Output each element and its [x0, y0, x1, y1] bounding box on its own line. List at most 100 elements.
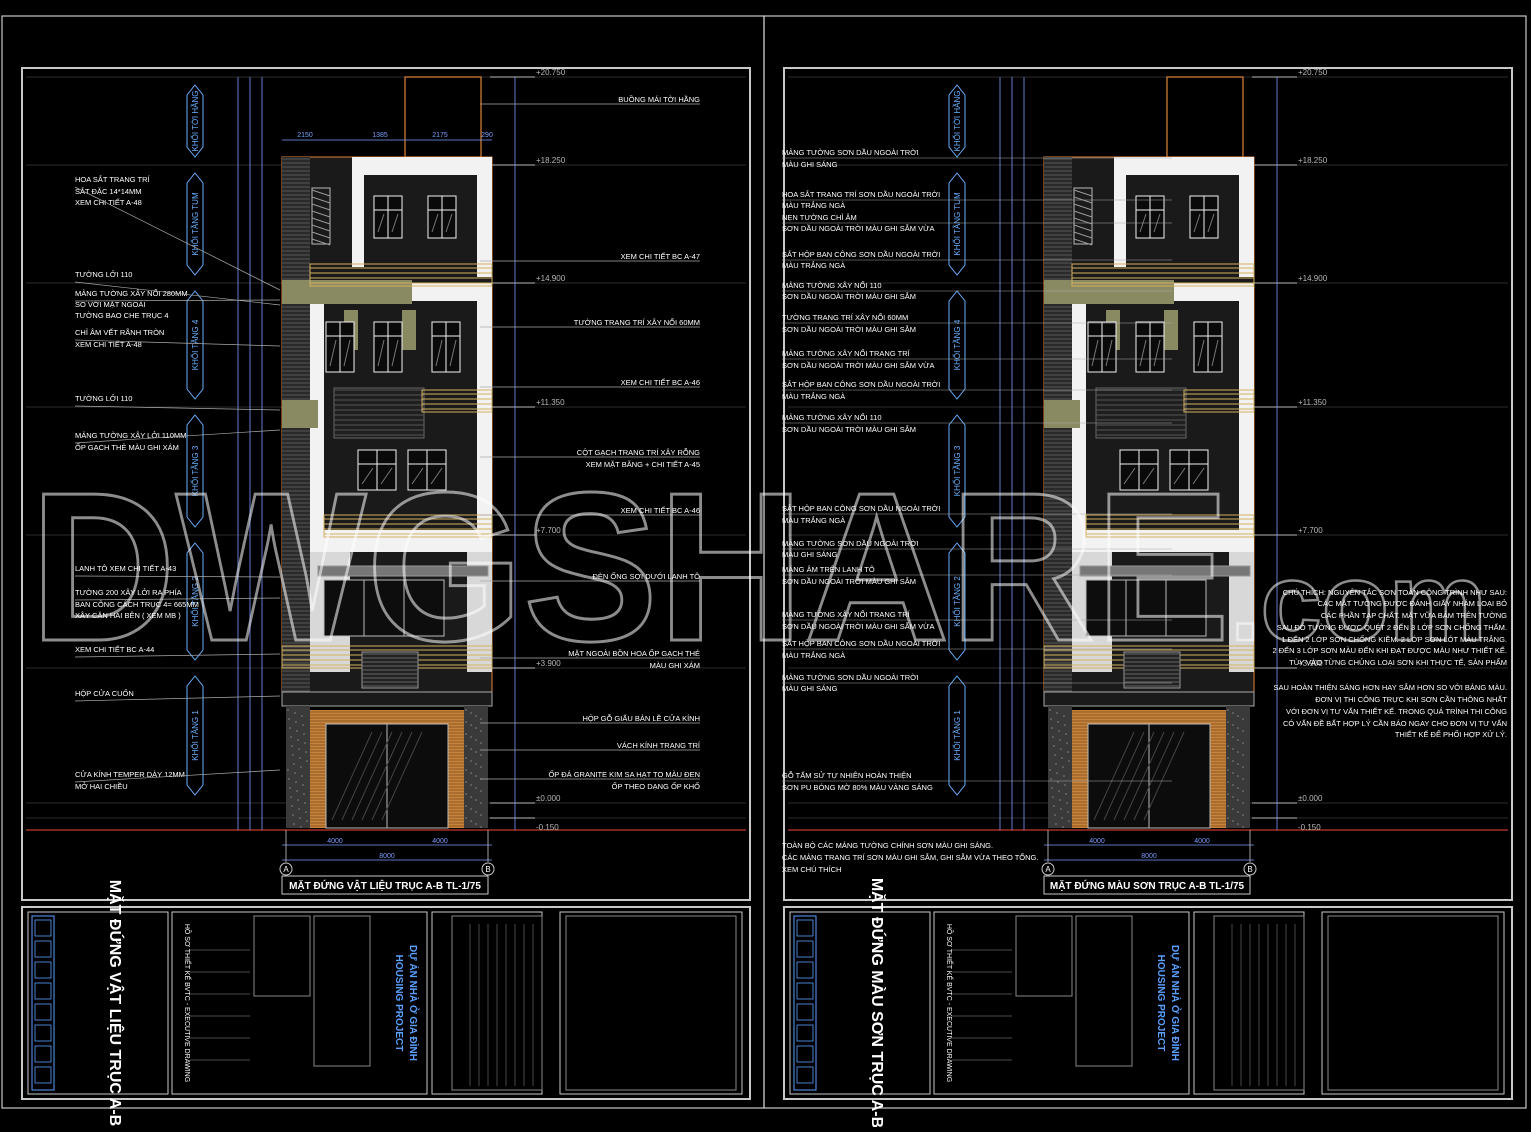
granite-speckle: [1057, 781, 1059, 783]
left-note-14: BAN CÔNG CÁCH TRỤC 4= 665MM: [75, 600, 199, 609]
tb-code-cell: [34, 982, 52, 1000]
granite-speckle: [1054, 814, 1056, 816]
block-tag: [186, 675, 204, 796]
left-note-19: MỞ HAI CHIỀU: [75, 781, 128, 791]
tb-code-cell: [796, 982, 814, 1000]
left-note-18: SẮT HỘP BAN CÔNG SƠN DẦU NGOÀI TRỜI: [782, 503, 940, 513]
left-note-18: CỬA KÍNH TEMPER DÀY 12MM: [75, 770, 185, 779]
glass-hatch: [343, 339, 351, 367]
granite-speckle: [470, 712, 472, 714]
axis-label-1: B: [485, 865, 490, 874]
footnote-0: TOÀN BỘ CÁC MẢNG TƯỜNG CHÍNH SƠN MÀU GHI…: [782, 841, 993, 850]
granite-speckle: [287, 769, 289, 771]
glass-hatch: [377, 339, 385, 367]
right-note-6: XEM CHI TIẾT BC A-46: [621, 505, 700, 515]
leader-line: [74, 653, 281, 658]
tb-revision-table: [451, 915, 543, 1091]
iron-grille: [1073, 187, 1093, 245]
block-tag: [948, 542, 966, 661]
right-note-11: VÁCH KÍNH TRANG TRÍ: [617, 741, 701, 750]
granite-speckle: [1227, 709, 1229, 711]
granite-speckle: [302, 784, 304, 786]
olive-pier: [1164, 310, 1178, 350]
glass-hatch: [1153, 339, 1161, 367]
chu-thich-6: TÙY VÀO TỪNG CHỦNG LOẠI SƠN KHI THỰC TẾ,…: [1289, 657, 1507, 667]
tb-revision-cell: [431, 911, 543, 1095]
granite-speckle: [1237, 727, 1239, 729]
right-note-1: XEM CHI TIẾT BC A-47: [621, 251, 700, 261]
glass-hatch: [381, 731, 423, 821]
tb-sheet-name: MẶT ĐỨNG VẬT LIỆU TRỤC A-B: [106, 880, 125, 1126]
footnote-2: XEM CHÚ THÍCH: [782, 865, 841, 874]
granite-speckle: [289, 787, 291, 789]
floor4-right-pier: [1239, 283, 1254, 545]
granite-speckle: [480, 826, 482, 828]
granite-speckle: [290, 796, 292, 798]
olive-pier: [402, 310, 416, 350]
olive-band: [1044, 280, 1174, 304]
left-note-30: GỖ TẤM SỬ TỰ NHIÊN HOÀN THIỆN: [782, 770, 912, 780]
granite-speckle: [465, 721, 467, 723]
granite-speckle: [306, 760, 308, 762]
leader-line: [74, 597, 281, 601]
leader-line: [74, 429, 281, 444]
granite-speckle: [1227, 757, 1229, 759]
granite-speckle: [301, 715, 303, 717]
glass-hatch: [1143, 731, 1185, 821]
granite-speckle: [1050, 778, 1052, 780]
tb-name-cell: [789, 911, 931, 1095]
level-value-5: +3.900: [536, 659, 561, 668]
tb-code-cell: [796, 1045, 814, 1063]
right-note-0: BUỒNG MÁI TỜI HẦNG: [618, 94, 700, 104]
level-value-4: +7.700: [536, 526, 561, 535]
granite-speckle: [288, 778, 290, 780]
grille-bar: [311, 224, 331, 232]
granite-speckle: [292, 754, 294, 756]
leader-line: [74, 695, 281, 702]
chu-thich-4: 1 ĐẾN 2 LỚP SƠN CHỐNG KIỀM. 2 LỚP SƠN LÓ…: [1281, 634, 1507, 644]
glass-hatch: [1192, 467, 1205, 485]
glass-hatch: [331, 731, 373, 821]
granite-speckle: [470, 808, 472, 810]
granite-speckle: [1237, 799, 1239, 801]
tb-stamp-box: [565, 915, 737, 1091]
left-note-7: CHỈ ÂM VẾT RÃNH TRÒN: [75, 327, 164, 337]
granite-speckle: [480, 718, 482, 720]
left-note-4: MẢNG TƯỜNG XÂY NỔI 280MM: [75, 289, 188, 298]
tb-project-line2: DỰ ÁN NHÀ Ở GIA ĐÌNH: [407, 945, 420, 1061]
granite-speckle: [1227, 745, 1229, 747]
glass-hatch: [1103, 731, 1145, 821]
granite-speckle: [1051, 727, 1053, 729]
granite-speckle: [1227, 793, 1229, 795]
balcony-railing: [421, 389, 493, 413]
right-white-pier: [1239, 157, 1254, 277]
granite-speckle: [470, 796, 472, 798]
granite-speckle: [1049, 709, 1051, 711]
tb-revision-cell: [1193, 911, 1305, 1095]
left-note-14: SẮT HỘP BAN CÔNG SƠN DẦU NGOÀI TRỜI: [782, 379, 940, 389]
grille-bar: [1073, 238, 1093, 246]
right-note-7: ĐÈN ỐNG SỢI DƯỚI LANH TÔ: [593, 571, 701, 581]
left-note-9: TƯỜNG LỞI 110: [75, 394, 132, 403]
granite-speckle: [1064, 784, 1066, 786]
granite-speckle: [297, 739, 299, 741]
tum-white-pier: [352, 157, 364, 267]
granite-speckle: [289, 727, 291, 729]
tb-code-cell: [796, 919, 814, 937]
right-note-2: TƯỜNG TRANG TRÍ XÂY NỔI 60MM: [574, 318, 700, 327]
glass-hatch: [430, 467, 443, 485]
left-note-8: MẢNG TƯỜNG XÂY NỔI 110: [782, 281, 882, 290]
right-note-4: CỘT GẠCH TRANG TRÍ XÂY RỖNG: [577, 448, 700, 457]
granite-speckle: [296, 730, 298, 732]
granite-speckle: [299, 757, 301, 759]
granite-speckle: [1242, 790, 1244, 792]
granite-speckle: [1062, 766, 1064, 768]
glass-hatch: [1139, 339, 1147, 367]
left-note-5: SO VỚI MẶT NGOÀI: [75, 300, 145, 309]
left-note-15: MÀU TRẮNG NGÀ: [782, 392, 845, 401]
level-value-0: +20.750: [1298, 68, 1328, 77]
block-tag: [948, 675, 966, 796]
drawing-title: MẶT ĐỨNG VẬT LIỆU TRỤC A-B TL-1/75: [289, 879, 481, 892]
granite-speckle: [1058, 730, 1060, 732]
